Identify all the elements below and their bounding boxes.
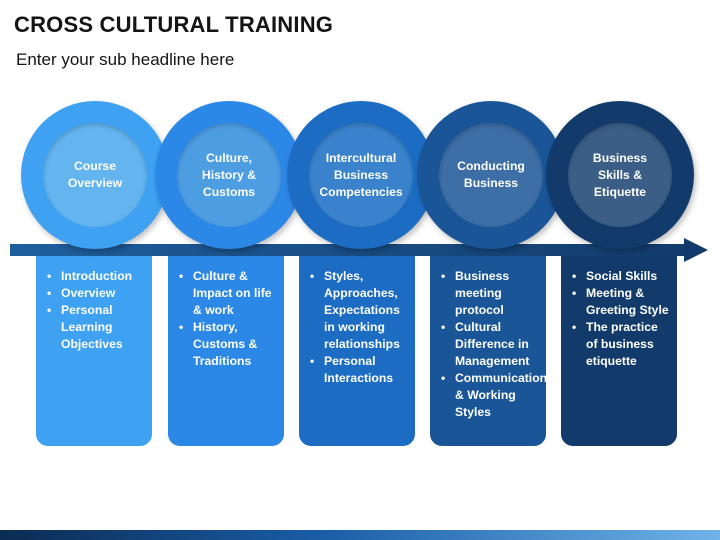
bullet-item: The practice of business etiquette xyxy=(569,319,671,370)
page-title: CROSS CULTURAL TRAINING xyxy=(14,12,334,37)
stage-card-3: Styles, Approaches, Expectations in work… xyxy=(299,250,415,446)
bullet-item: Communication & Working Styles xyxy=(438,370,547,421)
stage-label-line: Culture, xyxy=(205,150,253,165)
stage-card-1: IntroductionOverviewPersonal Learning Ob… xyxy=(36,250,152,446)
stage-bullet-list: Styles, Approaches, Expectations in work… xyxy=(307,268,409,387)
bullet-item: Overview xyxy=(44,285,146,302)
stage-label-line: Business xyxy=(333,167,389,182)
stage-label-line: Competencies xyxy=(319,184,403,199)
stage-label-line: Intercultural xyxy=(325,150,397,165)
stage-circle-inner: Culture, History & Customs xyxy=(177,123,281,227)
stage-label-line: Course xyxy=(74,159,116,173)
stage-label-line: Business xyxy=(592,150,648,165)
bullet-item: Personal Learning Objectives xyxy=(44,302,146,353)
stage-bullet-list: Business meeting protocolCultural Differ… xyxy=(438,268,547,421)
stage-label: Culture, History & Customs xyxy=(181,150,277,201)
timeline-arrow xyxy=(10,238,708,262)
bullet-item: Cultural Difference in Management xyxy=(438,319,540,370)
bullet-item: Social Skills xyxy=(569,268,671,285)
stage-label-line: Conducting xyxy=(457,159,525,173)
bullet-item: Personal Interactions xyxy=(307,353,409,387)
stage-label-line: Customs xyxy=(202,184,256,199)
bullet-item: Introduction xyxy=(44,268,146,285)
stage-card-4: Business meeting protocolCultural Differ… xyxy=(430,250,547,446)
footer-bar xyxy=(0,530,720,540)
stage-bullet-list: Culture & Impact on life & workHistory, … xyxy=(176,268,278,370)
bullet-item: History, Customs & Traditions xyxy=(176,319,278,370)
page-subtitle: Enter your sub headline here xyxy=(16,50,235,69)
bullet-item: Culture & Impact on life & work xyxy=(176,268,278,319)
stage-label-line: Etiquette xyxy=(593,184,647,199)
stage-circle-2: Culture, History & Customs xyxy=(155,101,303,249)
stage-label-line: Skills & xyxy=(597,167,643,182)
bullet-item: Meeting & Greeting Style xyxy=(569,285,671,319)
stage-card-2: Culture & Impact on life & workHistory, … xyxy=(168,250,284,446)
stage-label-line: History & xyxy=(201,167,257,182)
bullet-item: Business meeting protocol xyxy=(438,268,540,319)
bullet-item: Styles, Approaches, Expectations in work… xyxy=(307,268,409,353)
stage-label-line: Business xyxy=(463,176,519,190)
stage-bullet-list: Social SkillsMeeting & Greeting StyleThe… xyxy=(569,268,671,370)
stage-card-5: Social SkillsMeeting & Greeting StyleThe… xyxy=(561,250,677,446)
stage-label-line: Overview xyxy=(67,176,123,190)
stage-bullet-list: IntroductionOverviewPersonal Learning Ob… xyxy=(44,268,146,353)
